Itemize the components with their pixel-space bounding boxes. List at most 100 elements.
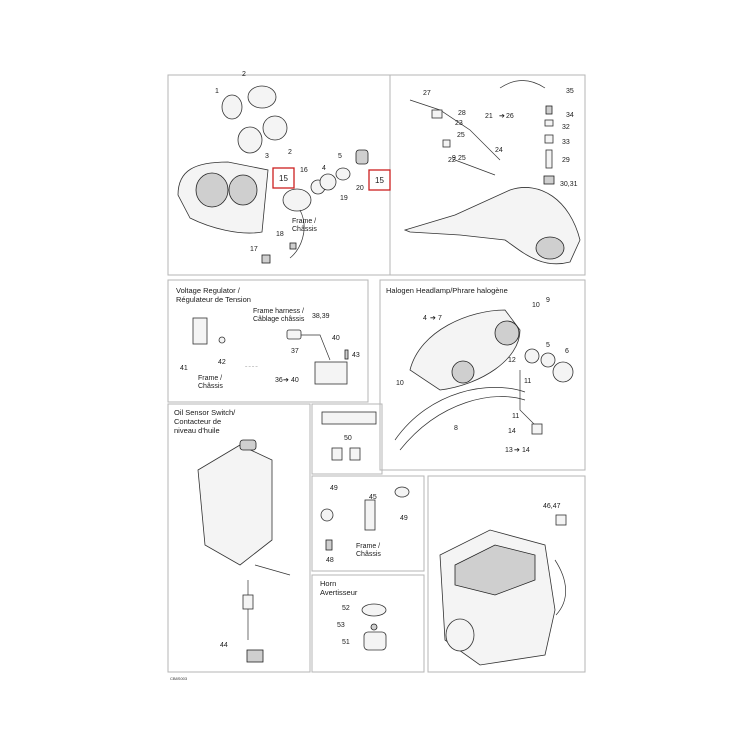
horn-panel: Horn Avertisseur 52 53 51 — [320, 579, 387, 651]
ring-part-2 — [247, 85, 277, 109]
bracket-part-41 — [192, 317, 208, 345]
tube-part-8 — [394, 387, 526, 441]
frame-harness-label: Frame harness / — [253, 308, 304, 315]
frame-label-ties: Frame / — [356, 543, 380, 550]
footer-code: CB8S003 — [170, 676, 188, 681]
ring-part-4 — [262, 115, 288, 141]
callout-45: 45 — [369, 494, 377, 501]
sensor-connector — [246, 649, 264, 663]
callout-43: 43 — [352, 352, 360, 359]
arrow-4-7: ➔ — [430, 315, 436, 322]
ring-part-5 — [524, 348, 540, 364]
cap-part-6 — [552, 361, 574, 383]
tube-part-8b — [399, 396, 526, 451]
halogen-title: Halogen Headlamp/Phrare halogène — [386, 286, 508, 295]
bolt-part-42 — [218, 336, 226, 344]
callout-51: 51 — [342, 639, 350, 646]
callout-14-h2: 14 — [522, 447, 530, 454]
screw-part-43 — [344, 349, 349, 360]
callout-20: 20 — [356, 185, 364, 192]
oil-tank-tie — [254, 564, 291, 576]
panel-sealant-frame — [311, 403, 383, 475]
callout-49a: 49 — [330, 485, 338, 492]
callout-49b: 49 — [400, 515, 408, 522]
highlight-box-15-left — [272, 167, 295, 189]
callout-2b: 2 — [288, 149, 292, 156]
panel-halogen-frame — [379, 279, 586, 471]
part-25 — [442, 139, 451, 148]
chassis-harness-label: Câblage châssis — [253, 316, 305, 323]
cable-part-35 — [499, 80, 546, 89]
oil-tank-cap — [239, 439, 257, 451]
callout-41: 41 — [180, 365, 188, 372]
frame-label-vr: Frame / — [198, 375, 222, 382]
arrow-13-14: ➔ — [514, 447, 520, 454]
headlamp-top-panel: 1 2 2 3 15 16 4 5 20 19 15 Frame / Châss… — [177, 71, 391, 264]
oil-tank — [197, 444, 273, 566]
horn-title-line2: Avertisseur — [320, 588, 358, 597]
callout-3: 3 — [265, 153, 269, 160]
voltage-regulator-panel: Voltage Regulator / Régulateur de Tensio… — [176, 286, 360, 390]
engine-pulley — [445, 618, 475, 652]
halogen-panel: Halogen Headlamp/Phrare halogène 10 9 4 … — [386, 286, 574, 454]
tie-clamp-49a — [320, 508, 334, 522]
rivet-part-48 — [325, 539, 333, 551]
cable-part-27 — [409, 99, 501, 161]
screw-part-17 — [261, 254, 271, 264]
callout-38-39: 38,39 — [312, 313, 330, 320]
ties-panel: 49 45 49 48 Frame / Châssis — [320, 485, 410, 564]
engine-harness — [554, 559, 566, 616]
callout-50: 50 — [344, 435, 352, 442]
callout-32: 32 — [562, 124, 570, 131]
shaft-part-29 — [545, 149, 553, 169]
engine-head — [454, 544, 536, 596]
callout-40: 40 — [332, 335, 340, 342]
callout-34: 34 — [566, 112, 574, 119]
callout-6-h: 6 — [565, 348, 569, 355]
callout-18: 18 — [276, 231, 284, 238]
callout-4-h: 4 — [423, 315, 427, 322]
callout-48: 48 — [326, 557, 334, 564]
chassis-label-vr: Châssis — [198, 383, 223, 390]
console-recess — [535, 236, 565, 260]
switch-part-30-31 — [543, 175, 555, 185]
oil-sensor-panel: Oil Sensor Switch/ Contacteur de niveau … — [174, 408, 291, 663]
callout-37: 37 — [291, 348, 299, 355]
callout-22: 22 — [448, 157, 456, 164]
callout-4: 4 — [322, 165, 326, 172]
wire-part-11 — [519, 370, 536, 426]
washer-part-32 — [544, 119, 554, 127]
panel-frames — [167, 74, 586, 673]
connector-46-47 — [555, 514, 567, 526]
knob-part-34 — [545, 105, 553, 115]
wire-lead — [289, 209, 305, 259]
gauge-opening-right — [228, 174, 258, 206]
callout-17: 17 — [250, 246, 258, 253]
tie-clamp-49b — [394, 486, 410, 498]
callout-35: 35 — [566, 88, 574, 95]
callout-1: 1 — [215, 88, 219, 95]
callout-5: 5 — [338, 153, 342, 160]
oil-sensor-title-line2: Contacteur de — [174, 417, 221, 426]
callout-33: 33 — [562, 139, 570, 146]
callout-40b: 40 — [291, 377, 299, 384]
callout-10-left: 10 — [396, 380, 404, 387]
voltage-regulator-title-line2: Régulateur de Tension — [176, 295, 251, 304]
nut-part-4 — [319, 173, 337, 191]
strap-part-22 — [454, 159, 496, 176]
part-28 — [431, 109, 443, 119]
panel-ties-frame — [311, 475, 425, 572]
highlight-box-15-right — [368, 169, 391, 191]
panel-horn-frame — [311, 574, 425, 673]
tie-code-a: ~ ~ ~ ~ — [245, 364, 258, 369]
callout-25b: 25 — [458, 155, 466, 162]
sealant-tube — [321, 411, 377, 425]
tube-part-45 — [364, 499, 376, 531]
ring-part-6 — [540, 352, 556, 368]
sealant-panel: 50 — [321, 411, 377, 461]
callout-14-h: 14 — [508, 428, 516, 435]
callout-44: 44 — [220, 642, 228, 649]
lamp-upper — [494, 320, 520, 346]
arrow-36-40: ➔ — [283, 377, 289, 384]
